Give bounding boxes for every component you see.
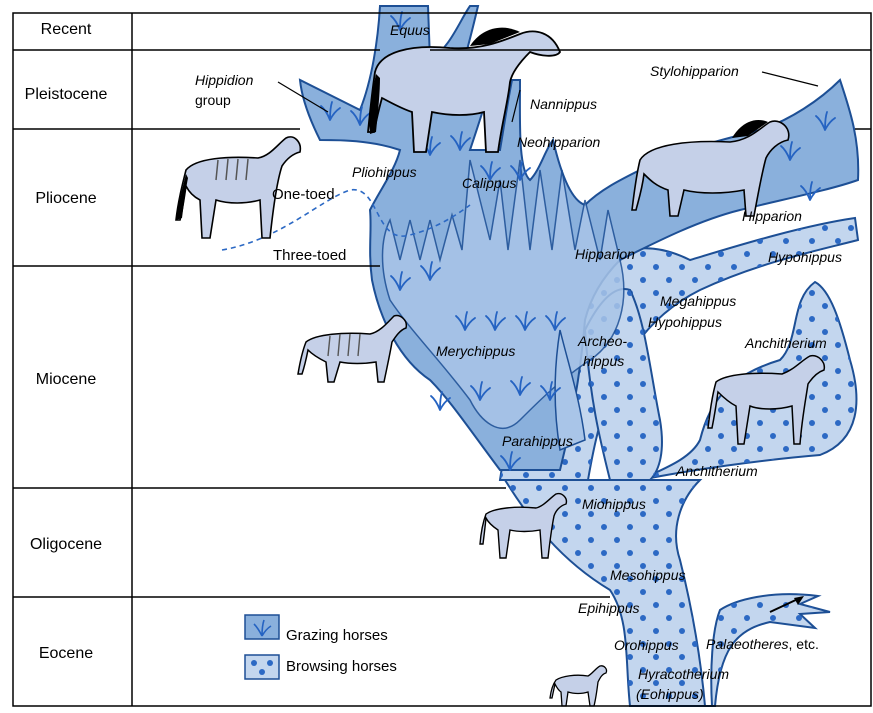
genus-hipparion-upper: Hipparion	[742, 208, 802, 224]
legend-grazing-swatch	[245, 615, 279, 639]
epoch-pleistocene: Pleistocene	[0, 86, 132, 104]
epoch-pliocene: Pliocene	[0, 190, 132, 208]
epoch-recent: Recent	[0, 21, 132, 39]
genus-hypohippus-lower: Hypohippus	[648, 314, 722, 330]
genus-eohippus: (Eohippus)	[636, 686, 704, 702]
genus-merychippus: Merychippus	[436, 343, 515, 359]
genus-miohippus: Miohippus	[582, 496, 646, 512]
genus-calippus: Calippus	[462, 175, 516, 191]
genus-orohippus: Orohippus	[614, 637, 679, 653]
genus-hyracotherium: Hyracotherium	[638, 666, 729, 682]
genus-archeohippus-line1: Archeo-	[578, 333, 627, 349]
genus-nannippus: Nannippus	[530, 96, 597, 112]
genus-hypohippus-upper: Hypohippus	[768, 249, 842, 265]
genus-epihippus: Epihippus	[578, 600, 640, 616]
genus-pliohippus: Pliohippus	[352, 164, 417, 180]
legend-grazing-label: Grazing horses	[286, 627, 388, 644]
horse-merychippus	[298, 316, 406, 382]
genus-equus: Equus	[390, 22, 430, 38]
annotation-three-toed: Three-toed	[273, 247, 346, 264]
palaeotheres-name: Palaeotheres	[706, 636, 789, 652]
genus-neohipparion: Neohipparion	[517, 134, 600, 150]
genus-mesohippus: Mesohippus	[610, 567, 686, 583]
genus-hippidion-group: group	[195, 92, 231, 108]
horse-hyracotherium	[550, 666, 607, 706]
palaeotheres-etc: , etc.	[789, 636, 819, 652]
epoch-eocene: Eocene	[0, 645, 132, 663]
genus-palaeotheres: Palaeotheres, etc.	[706, 636, 819, 652]
legend-browsing-swatch	[245, 655, 279, 679]
genus-hippidion: Hippidion	[195, 72, 253, 88]
annotation-one-toed: One-toed	[272, 186, 335, 203]
genus-megahippus: Megahippus	[660, 293, 736, 309]
legend-browsing-label: Browsing horses	[286, 658, 397, 675]
genus-hipparion-lower: Hipparion	[575, 246, 635, 262]
genus-anchitherium-upper: Anchitherium	[745, 335, 827, 351]
genus-stylohipparion: Stylohipparion	[650, 63, 739, 79]
epoch-oligocene: Oligocene	[0, 536, 132, 554]
genus-parahippus: Parahippus	[502, 433, 573, 449]
genus-archeohippus-line2: hippus	[583, 353, 624, 369]
epoch-miocene: Miocene	[0, 371, 132, 389]
genus-anchitherium-lower: Anchitherium	[676, 463, 758, 479]
